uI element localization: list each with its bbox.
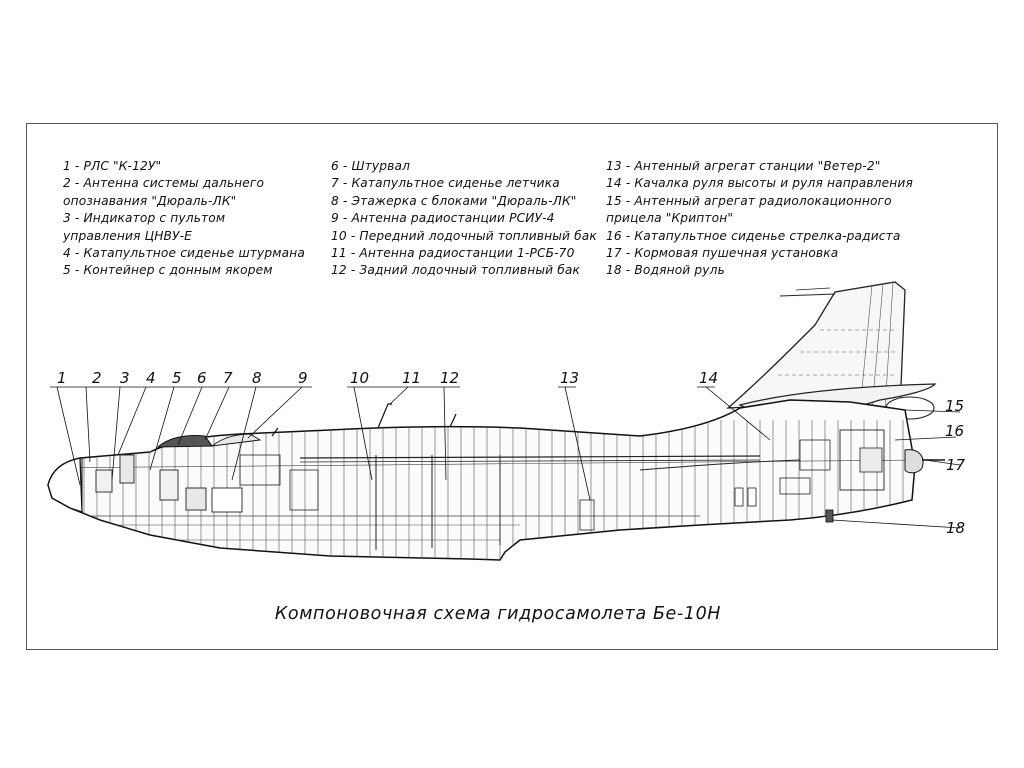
callout-13: 13 bbox=[560, 369, 579, 387]
legend-item: 5 - Контейнер с донным якорем bbox=[63, 263, 273, 278]
legend-item: 13 - Антенный агрегат станции "Ветер-2" bbox=[606, 159, 881, 173]
callout-5: 5 bbox=[172, 369, 182, 387]
legend-item: 8 - Этажерка с блоками "Дюраль-ЛК" bbox=[331, 193, 577, 208]
callout-3: 3 bbox=[120, 369, 130, 387]
tail-fin bbox=[726, 281, 906, 411]
water-rudder bbox=[825, 509, 834, 523]
callout-2: 2 bbox=[92, 369, 102, 387]
legend-column-2: 6 - Штурвал 7 - Катапультное сиденье лет… bbox=[331, 158, 597, 280]
legend-item: 16 - Катапультное сиденье стрелка-радист… bbox=[606, 228, 901, 243]
callout-labels: 1 2 3 4 5 6 7 8 9 10 11 12 13 14 15 16 1… bbox=[57, 369, 966, 537]
callout-10: 10 bbox=[350, 369, 369, 387]
callout-15: 15 bbox=[945, 397, 964, 415]
hull bbox=[47, 399, 916, 561]
callout-14: 14 bbox=[699, 369, 718, 387]
callout-17: 17 bbox=[946, 456, 966, 474]
legend-item: 12 - Задний лодочный топливный бак bbox=[331, 263, 581, 278]
legend-item: опознавания "Дюраль-ЛК" bbox=[63, 193, 237, 208]
legend-item: 18 - Водяной руль bbox=[606, 263, 725, 278]
callout-1: 1 bbox=[57, 369, 67, 387]
callout-9: 9 bbox=[298, 369, 308, 387]
legend-item: 4 - Катапультное сиденье штурмана bbox=[63, 246, 305, 261]
callout-12: 12 bbox=[440, 369, 459, 387]
callout-6: 6 bbox=[197, 369, 207, 387]
legend-column-3: 13 - Антенный агрегат станции "Ветер-2" … bbox=[606, 158, 913, 280]
legend-item: 2 - Антенна системы дальнего bbox=[63, 176, 265, 191]
callout-8: 8 bbox=[252, 369, 262, 387]
legend-item: 14 - Качалка руля высоты и руля направле… bbox=[606, 176, 913, 191]
drawing-frame bbox=[26, 123, 998, 650]
tail-turret bbox=[904, 449, 945, 474]
dorsal-antennas bbox=[271, 403, 457, 437]
legend-item: 1 - РЛС "К-12У" bbox=[63, 159, 162, 173]
cockpit-canopy bbox=[156, 433, 262, 448]
legend-item: 15 - Антенный агрегат радиолокационного bbox=[606, 193, 892, 208]
callout-16: 16 bbox=[945, 422, 964, 440]
callout-11: 11 bbox=[402, 369, 421, 387]
callout-7: 7 bbox=[223, 369, 233, 387]
legend-item: 9 - Антенна радиостанции РСИУ-4 bbox=[331, 211, 555, 226]
legend-item: 10 - Передний лодочный топливный бак bbox=[331, 228, 597, 243]
legend-item: 11 - Антенна радиостанции 1-РСБ-70 bbox=[331, 246, 575, 261]
legend-column-1: 1 - РЛС "К-12У" 2 - Антенна системы даль… bbox=[63, 158, 305, 280]
figure-caption-text: Компоновочная схема гидросамолета Бе-10Н bbox=[274, 604, 722, 624]
figure-caption: Компоновочная схема гидросамолета Бе-10Н bbox=[0, 604, 1024, 624]
leader-lines bbox=[50, 386, 961, 529]
legend-item: 6 - Штурвал bbox=[331, 159, 411, 173]
legend-item: 3 - Индикатор с пультом bbox=[63, 211, 226, 226]
legend-item: 7 - Катапультное сиденье летчика bbox=[331, 176, 560, 191]
legend-item: 17 - Кормовая пушечная установка bbox=[606, 246, 839, 261]
callout-4: 4 bbox=[146, 369, 156, 387]
callout-18: 18 bbox=[946, 519, 965, 537]
legend-item: управления ЦНВУ-Е bbox=[63, 228, 193, 243]
legend-item: прицела "Криптон" bbox=[606, 211, 734, 226]
